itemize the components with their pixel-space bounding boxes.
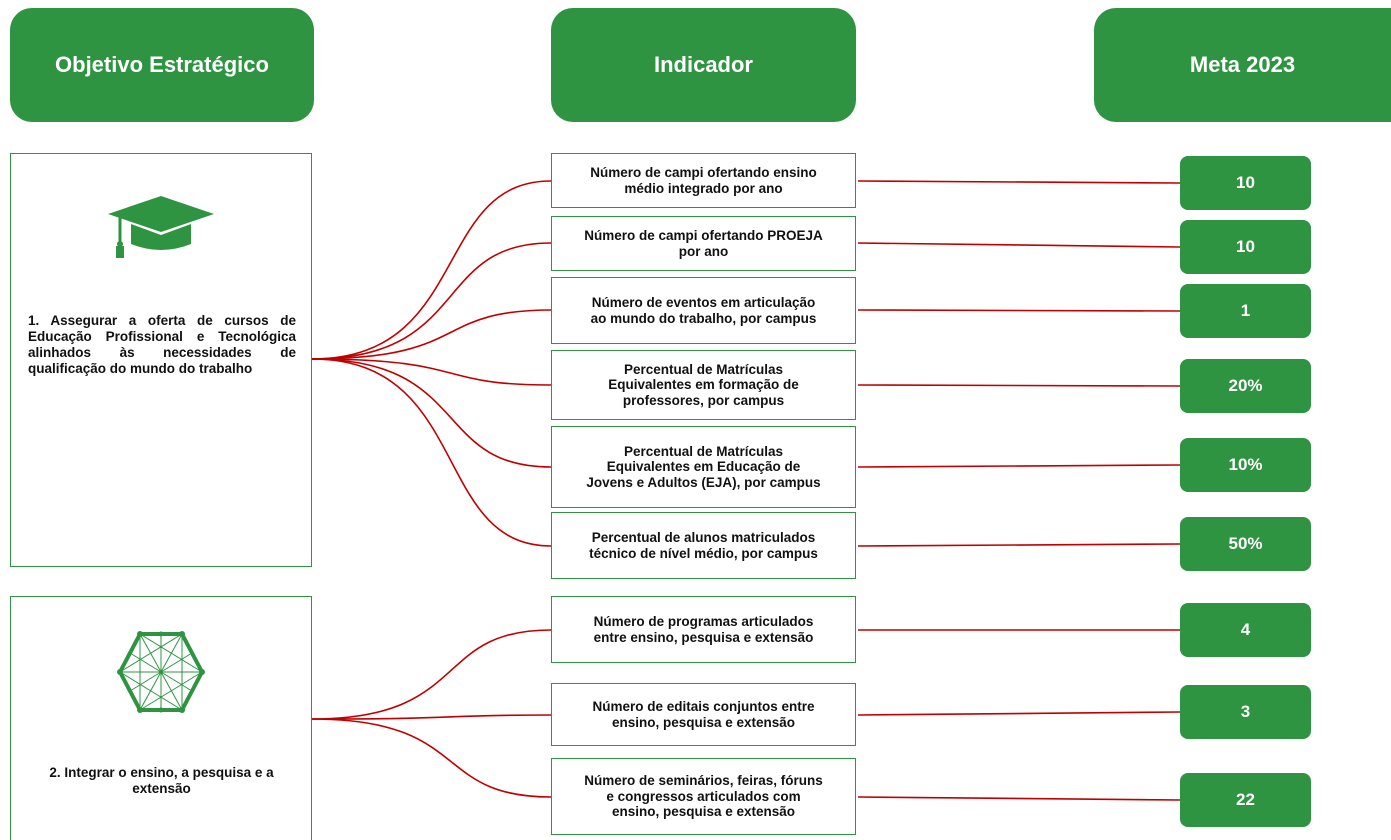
header-meta: Meta 2023 [1094, 8, 1391, 122]
connector-line [857, 384, 1181, 387]
connector-curve [311, 714, 552, 720]
connector-line [857, 309, 1181, 312]
objective-box-1: 1. Assegurar a oferta de cursos de Educa… [10, 153, 312, 567]
connector-curve [311, 358, 552, 468]
connector-curve [311, 358, 552, 547]
indicator-box: Percentual de alunos matriculados técnic… [551, 512, 856, 579]
connector-curve [311, 242, 552, 360]
meta-value-box: 10 [1180, 220, 1311, 274]
header-indicador: Indicador [551, 8, 856, 122]
network-hexagon-icon [117, 631, 205, 713]
indicator-box: Percentual de Matrículas Equivalentes em… [551, 426, 856, 508]
connector-line [857, 464, 1181, 468]
connector-line [857, 796, 1181, 801]
graduation-cap-icon [108, 196, 214, 258]
connector-line [857, 711, 1181, 716]
connector-line [857, 543, 1181, 547]
connector-curve [311, 629, 552, 720]
connector-curve [311, 309, 552, 360]
indicator-box: Número de editais conjuntos entre ensino… [551, 683, 856, 746]
meta-value-box: 20% [1180, 359, 1311, 413]
meta-value-box: 50% [1180, 517, 1311, 571]
connector-curve [311, 718, 552, 798]
indicator-box: Número de programas articulados entre en… [551, 596, 856, 663]
connector-curve [311, 358, 552, 386]
objective-box-2: 2. Integrar o ensino, a pesquisa e a ext… [10, 596, 312, 840]
meta-value-box: 4 [1180, 603, 1311, 657]
connector-line [857, 242, 1181, 248]
indicator-box: Número de eventos em articulação ao mund… [551, 277, 856, 344]
connector-line [857, 180, 1181, 184]
indicator-box: Número de campi ofertando ensino médio i… [551, 153, 856, 208]
meta-value-box: 10% [1180, 438, 1311, 492]
indicator-box: Percentual de Matrículas Equivalentes em… [551, 350, 856, 420]
connector-curve [311, 180, 552, 360]
meta-value-box: 3 [1180, 685, 1311, 739]
meta-value-box: 10 [1180, 156, 1311, 210]
objective-text-1: 1. Assegurar a oferta de cursos de Educa… [28, 313, 296, 376]
objective-text-2: 2. Integrar o ensino, a pesquisa e a ext… [49, 765, 274, 796]
indicator-box: Número de campi ofertando PROEJA por ano [551, 216, 856, 271]
header-objetivo: Objetivo Estratégico [10, 8, 314, 122]
meta-value-box: 1 [1180, 284, 1311, 338]
meta-value-box: 22 [1180, 773, 1311, 827]
indicator-box: Número de seminários, feiras, fóruns e c… [551, 758, 856, 835]
